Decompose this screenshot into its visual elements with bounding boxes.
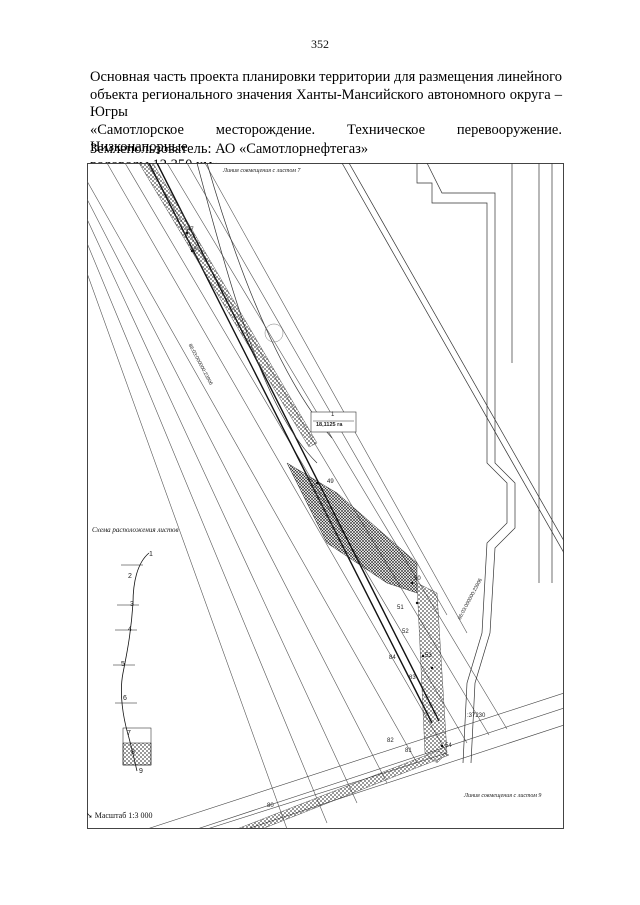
scheme-sheet-8: 8 <box>131 749 135 756</box>
document-title: Основная часть проекта планировки террит… <box>90 69 562 174</box>
point-83: 83 <box>409 675 416 681</box>
parcel-marker-circle <box>264 323 284 343</box>
north-arrow-icon: ➘ <box>86 811 93 820</box>
point-50: 50 <box>414 576 421 582</box>
parcel-area: 18,1125 га <box>316 422 343 428</box>
land-user: Землепользователь: АО «Самотлорнефтегаз» <box>90 141 369 157</box>
point-80: 80 <box>267 803 274 809</box>
easement-hatch-top <box>138 163 318 448</box>
scale-label: ➘ Масштаб 1:3 000 <box>86 811 153 820</box>
scale-text: Масштаб 1:3 000 <box>94 811 153 820</box>
road-lines <box>196 163 564 764</box>
point-markers <box>185 231 444 748</box>
parcel-number: 1 <box>331 412 335 418</box>
point-53: 53 <box>425 653 432 659</box>
top-match-line-label: Линия совмещения с листом 7 <box>223 168 301 174</box>
point-51: 51 <box>397 605 404 611</box>
scheme-sheet-1: 1 <box>149 551 153 558</box>
point-49: 49 <box>327 479 334 485</box>
point-48: 48 <box>190 247 197 253</box>
easement-hatch-bottom <box>236 750 450 829</box>
sheet-layout-scheme <box>113 552 152 772</box>
page-number: 352 <box>311 37 329 51</box>
point-52: 52 <box>402 629 409 635</box>
parcel-code: :37230 <box>467 713 486 719</box>
point-82: 82 <box>387 738 394 744</box>
title-line-1: Основная часть проекта планировки террит… <box>90 69 562 85</box>
point-54: 54 <box>445 743 452 749</box>
map-drawing <box>87 163 564 829</box>
point-84: 84 <box>389 655 396 661</box>
scheme-sheet-7: 7 <box>127 730 131 737</box>
point-47: 47 <box>187 227 194 233</box>
bottom-match-line-label: Линия совмещения с листом 9 <box>464 793 542 799</box>
easement-hatch-mid <box>286 462 418 594</box>
scheme-title: Схема расположения листов <box>92 526 179 534</box>
parcel-callout-box <box>310 411 357 433</box>
scheme-sheet-5: 5 <box>121 661 125 668</box>
title-line-3: «Самотлорское месторождение. Техническое… <box>90 121 562 156</box>
scheme-sheet-3: 3 <box>130 601 134 608</box>
scheme-sheet-6: 6 <box>123 695 127 702</box>
title-line-2: объекта регионального значения Ханты-Ман… <box>90 86 562 121</box>
easement-hatch-right <box>416 582 448 764</box>
scheme-sheet-4: 4 <box>128 626 132 633</box>
point-81: 81 <box>405 748 412 754</box>
site-plan-map: Линия совмещения с листом 7 Линия совмещ… <box>87 163 564 829</box>
scheme-sheet-9: 9 <box>139 768 143 775</box>
scheme-sheet-2: 2 <box>128 573 132 580</box>
